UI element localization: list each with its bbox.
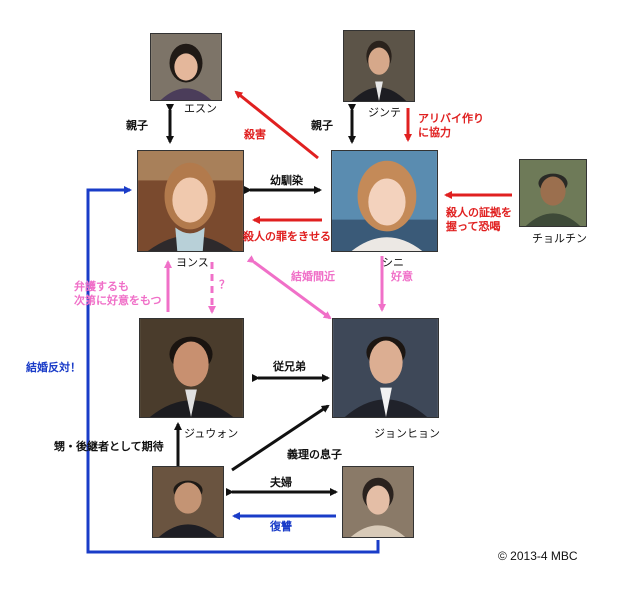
photo-jinte: [343, 30, 415, 102]
portrait-jonhyon-icon: [333, 319, 438, 417]
portrait-choruchin-icon: [520, 160, 586, 226]
label-married: 夫婦: [270, 476, 292, 489]
name-esun: エスン: [184, 102, 217, 115]
photo-jonhyon: [332, 318, 439, 418]
label-juwon-yonsu: 弁護するも 次第に好意をもつ: [74, 280, 162, 308]
arrow-engaged: [246, 255, 332, 320]
label-shini-jonhyon: 好意: [391, 270, 413, 283]
name-shini: シニ: [382, 256, 404, 269]
portrait-jinte-icon: [344, 31, 414, 101]
photo-father: [152, 466, 224, 538]
label-murder: 殺害: [244, 128, 266, 141]
label-esun-yonsu: 親子: [126, 119, 148, 132]
portrait-father-icon: [153, 467, 223, 537]
arrow-oppose-marriage: [86, 186, 380, 554]
photo-juwon: [139, 318, 244, 418]
label-alibi-line1: アリバイ作り: [418, 112, 484, 125]
photo-yonsu: [137, 150, 244, 252]
arrow-shini-kill-esun: [234, 90, 319, 160]
label-revenge: 復讐: [270, 520, 292, 533]
name-juwon: ジュウォン: [184, 427, 239, 440]
name-jinte: ジンテ: [368, 106, 401, 119]
portrait-juwon-icon: [140, 319, 243, 417]
portrait-yonsu-icon: [138, 151, 243, 251]
label-childhood-friends: 幼馴染: [270, 174, 303, 187]
label-nephew-heir: 甥・後継者として期待: [54, 440, 164, 453]
photo-esun: [150, 33, 222, 101]
label-juwon-yonsu-line2: 次第に好意をもつ: [74, 294, 162, 307]
portrait-shini-icon: [332, 151, 437, 251]
label-jinte-shini: 親子: [311, 119, 333, 132]
copyright: © 2013-4 MBC: [498, 549, 578, 563]
name-jonhyon: ジョンヒョン: [374, 427, 440, 440]
photo-choruchin: [519, 159, 587, 227]
label-juwon-yonsu-line1: 弁護するも: [74, 280, 129, 293]
label-cousins: 従兄弟: [273, 360, 306, 373]
label-engaged: 結婚間近: [291, 270, 335, 283]
label-frame: 殺人の罪をきせる: [243, 230, 331, 243]
portrait-esun-icon: [151, 34, 221, 100]
label-blackmail-line2: 握って恐喝: [446, 220, 501, 233]
portrait-mother-icon: [343, 467, 413, 537]
label-blackmail-line1: 殺人の証拠を: [446, 206, 512, 219]
photo-mother: [342, 466, 414, 538]
name-yonsu: ヨンス: [176, 256, 209, 269]
label-alibi: アリバイ作り に協力: [418, 112, 484, 140]
name-choruchin: チョルチン: [532, 232, 587, 245]
arrow-father-jonhyon: [231, 404, 330, 472]
label-question: ？: [219, 278, 230, 291]
label-son-in-law: 義理の息子: [287, 448, 342, 461]
label-blackmail: 殺人の証拠を 握って恐喝: [446, 206, 512, 234]
label-alibi-line2: に協力: [418, 126, 451, 139]
photo-shini: [331, 150, 438, 252]
label-oppose-marriage: 結婚反対！: [26, 361, 81, 374]
